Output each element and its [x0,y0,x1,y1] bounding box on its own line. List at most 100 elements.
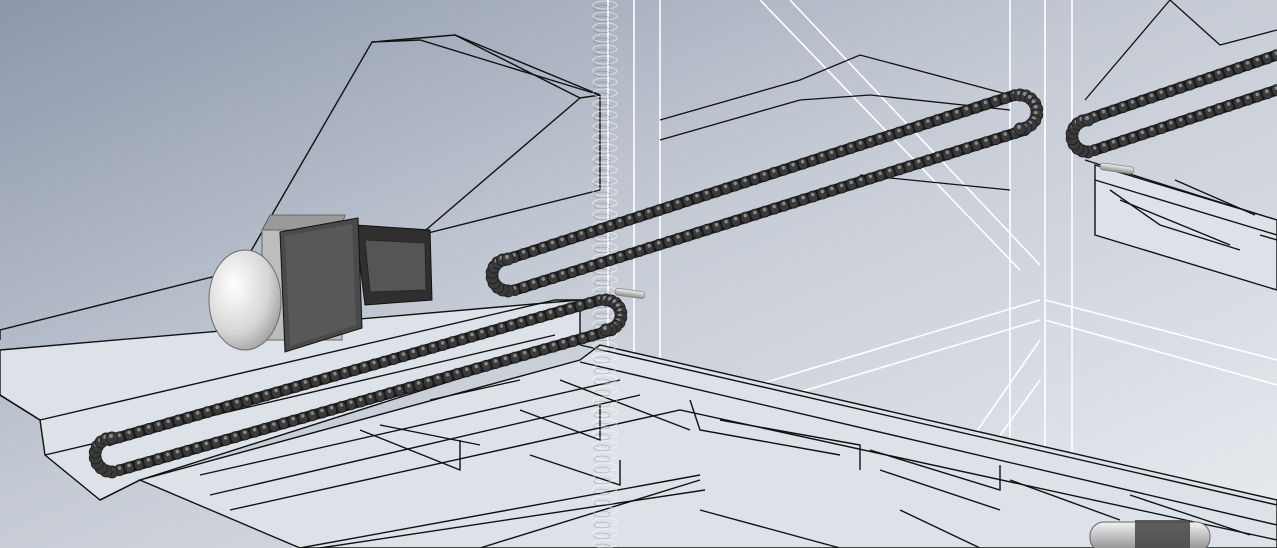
spring-coil [592,440,618,450]
spring-coil [592,407,618,417]
spring-coil [592,528,618,538]
chain-link [643,241,655,254]
chain-link [970,101,982,114]
chain-link [427,341,439,354]
chain-link [778,163,789,176]
chain-link [506,319,517,332]
chain-link [701,223,713,236]
spring-coil [592,209,618,219]
chain-link [759,205,770,218]
chain-link [614,216,626,229]
chain-link [538,275,549,287]
spring-coil [592,176,618,186]
chain-link [442,370,453,383]
chain-link [663,235,674,248]
chain-link [251,392,262,405]
chain-link [855,175,867,188]
chain-link [1156,88,1167,101]
chain-link [329,369,341,382]
chain-link [845,142,857,154]
spring-coil [592,451,618,461]
chain-link [486,325,497,337]
chain-link [720,217,732,230]
chain-link [163,417,174,430]
chain-link [1213,103,1225,115]
chain-link [451,368,463,380]
chain-link [1175,81,1186,94]
chain-link [1261,52,1273,65]
chain-link [864,135,876,148]
chain-link [368,358,380,371]
chain-link [884,129,895,142]
spring-coil [592,341,618,351]
chain-link [605,254,616,266]
spring-coil [592,165,618,175]
chain-link [778,199,790,212]
chain-link [595,223,607,235]
chain-link [1175,115,1187,128]
chain-link [1204,106,1215,119]
spring-coil [592,143,618,153]
chain-link [555,305,566,318]
spring-coil [592,55,618,65]
chain-link [133,425,145,438]
spring-coil [592,44,618,54]
spring-coil [592,198,618,208]
chain-link [624,248,636,260]
motor-plate-face [285,224,356,346]
chain-link [1204,72,1215,84]
chain-link [692,226,703,239]
chain-link [826,184,838,197]
chain-link [634,245,645,257]
chain-link [932,114,943,126]
spring-coil [592,275,618,285]
chain-link [500,354,511,367]
chain-link [749,208,761,221]
chain-link [913,157,924,170]
chain-link [270,386,282,399]
chain-link [1000,130,1011,143]
chain-link [310,375,321,388]
chain-link [162,450,173,463]
chain-link [599,323,613,337]
chain-link [290,381,301,393]
chain-link [595,257,607,269]
chain-link [1213,68,1225,81]
chain-link [403,381,415,394]
chain-link [1081,113,1095,127]
chain-link [398,350,409,363]
motor-assembly[interactable] [208,214,433,353]
chain-link [653,238,665,251]
spring-coil [592,396,618,406]
chain-link [153,420,164,433]
chain-link [615,251,626,263]
chain-link [1156,122,1167,134]
chain-link [558,337,569,350]
chain-link [566,266,578,278]
chain-link [1165,118,1177,131]
chain-link [826,148,838,161]
spring-coil [592,121,618,131]
chain-link [231,397,243,410]
chain-link [874,169,886,182]
chain-link [490,357,501,369]
chain-link [586,260,597,272]
chain-link [471,362,482,375]
chain-link [466,330,478,343]
chain-link [576,263,588,275]
chain-loop-front[interactable] [88,88,1044,479]
chain-link [221,400,233,413]
chain-link [633,210,645,223]
chain-link [447,336,458,349]
chain-link [768,167,780,179]
roller-cylinder [1089,520,1211,548]
spring-coil [592,363,618,373]
chain-link [476,327,488,340]
chain-link [980,98,991,111]
chain-link [1252,55,1263,68]
chain-link [836,145,847,158]
chain-link [123,461,135,474]
chain-link [836,181,847,194]
